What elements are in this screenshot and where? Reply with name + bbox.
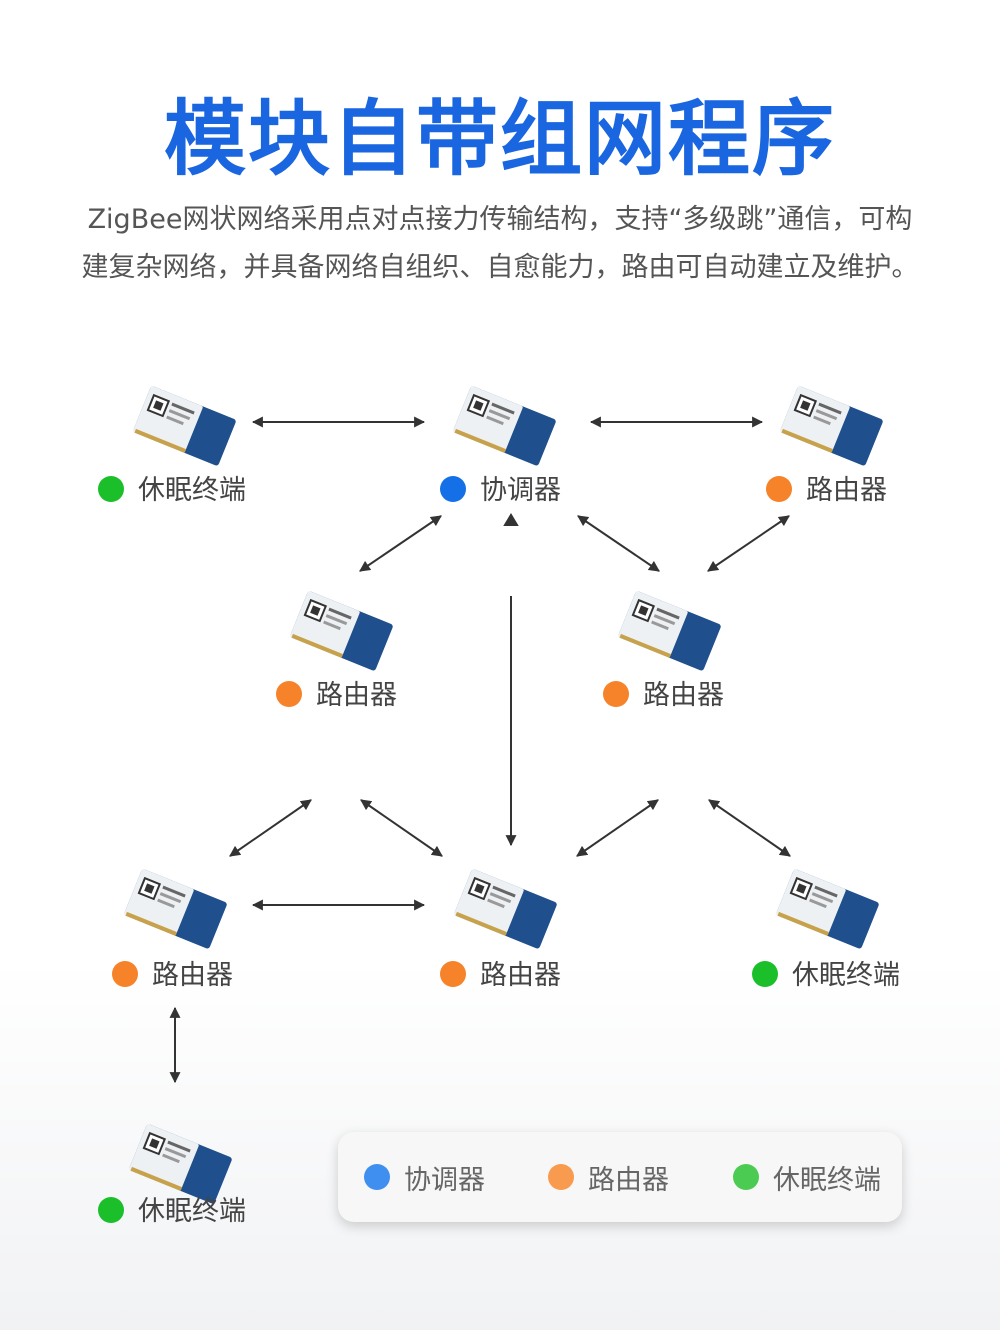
node-label: 路由器: [316, 680, 397, 711]
node-label: 休眠终端: [138, 1196, 246, 1227]
connection-arrow: [229, 799, 312, 857]
zigbee-module-icon: [288, 589, 395, 673]
sleep-end-dot-icon: [98, 476, 124, 502]
zigbee-module-icon: [131, 384, 238, 468]
zigbee-module-icon: [452, 867, 559, 951]
coordinator-dot-icon: [440, 476, 466, 502]
node-label: 路由器: [806, 475, 887, 506]
description-line-2: 建复杂网络，并具备网络自组织、自愈能力，路由可自动建立及维护。: [81, 252, 919, 283]
node-label: 休眠终端: [792, 960, 900, 991]
connection-arrow: [360, 799, 443, 857]
zigbee-module-icon: [616, 589, 723, 673]
zigbee-module-icon: [127, 1122, 234, 1206]
coordinator-dot-icon: [364, 1164, 390, 1190]
page-title: 模块自带组网程序: [163, 92, 836, 187]
legend-label-coordinator: 协调器: [404, 1164, 485, 1196]
router-dot-icon: [112, 961, 138, 987]
sleep-end-dot-icon: [752, 961, 778, 987]
connection-arrows: [169, 416, 791, 1084]
node-label: 路由器: [152, 960, 233, 991]
router-dot-icon: [548, 1164, 574, 1190]
router-dot-icon: [440, 961, 466, 987]
zigbee-module-icon: [122, 867, 229, 951]
node-labels: 休眠终端协调器路由器路由器路由器路由器路由器休眠终端休眠终端: [98, 475, 900, 1227]
legend-item-router: 路由器: [548, 1132, 669, 1222]
description-line-1: ZigBee网状网络采用点对点接力传输结构，支持“多级跳”通信，可构: [87, 204, 913, 235]
connection-arrow: [577, 515, 660, 572]
node-label: 协调器: [480, 475, 561, 506]
zigbee-module-icon: [774, 867, 881, 951]
module-images: [122, 384, 885, 1206]
node-label: 路由器: [643, 680, 724, 711]
connection-arrow: [707, 515, 790, 572]
legend-item-sleep-end: 休眠终端: [733, 1132, 881, 1222]
node-label: 休眠终端: [138, 475, 246, 506]
router-dot-icon: [603, 681, 629, 707]
sleep-end-dot-icon: [733, 1164, 759, 1190]
description: ZigBee网状网络采用点对点接力传输结构，支持“多级跳”通信，可构 建复杂网络…: [0, 196, 1000, 292]
node-label: 路由器: [480, 960, 561, 991]
legend-label-sleep-end: 休眠终端: [773, 1164, 881, 1196]
legend-label-router: 路由器: [588, 1164, 669, 1196]
router-dot-icon: [276, 681, 302, 707]
connection-arrow: [359, 515, 442, 572]
arrowhead-up-icon: [503, 513, 519, 526]
zigbee-module-icon: [778, 384, 885, 468]
zigbee-module-icon: [451, 384, 558, 468]
connection-arrow: [576, 799, 659, 857]
sleep-end-dot-icon: [98, 1197, 124, 1223]
connection-arrow: [708, 799, 791, 857]
router-dot-icon: [766, 476, 792, 502]
legend-item-coordinator: 协调器: [364, 1132, 485, 1222]
legend: 协调器 路由器 休眠终端: [338, 1132, 902, 1222]
